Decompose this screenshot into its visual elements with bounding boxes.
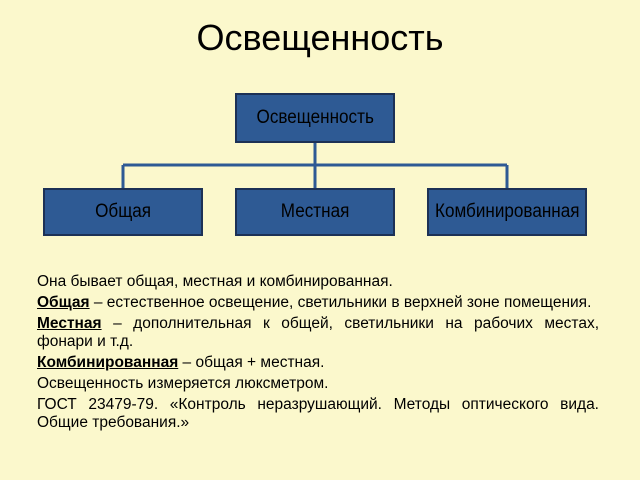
node-combined: Комбинированная <box>427 188 587 236</box>
local-desc: – дополнительная к общей, светильники на… <box>37 315 599 350</box>
combined-definition: Комбинированная – общая + местная. <box>37 354 599 372</box>
intro-line: Она бывает общая, местная и комбинирован… <box>37 273 393 290</box>
gost-line: ГОСТ 23479-79. «Контроль неразрушающий. … <box>37 396 599 431</box>
node-general-label: Общая <box>95 201 151 222</box>
local-term: Местная <box>37 315 102 332</box>
node-root: Освещенность <box>235 93 395 143</box>
general-desc: – естественное освещение, светильники в … <box>89 294 592 311</box>
combined-desc: – общая + местная. <box>178 354 325 371</box>
body-text: Она бывает общая, местная и комбинирован… <box>37 273 599 435</box>
combined-term: Комбинированная <box>37 354 179 371</box>
local-definition: Местная – дополнительная к общей, светил… <box>37 315 599 351</box>
slide-title: Освещенность <box>196 17 444 58</box>
node-general: Общая <box>43 188 203 236</box>
node-local-label: Местная <box>280 201 350 222</box>
measure-line: Освещенность измеряется люксметром. <box>37 375 329 392</box>
node-combined-label: Комбинированная <box>434 201 580 222</box>
general-term: Общая <box>37 294 90 311</box>
node-root-label: Освещенность <box>256 107 374 128</box>
general-definition: Общая – естественное освещение, светильн… <box>37 294 599 312</box>
node-local: Местная <box>235 188 395 236</box>
